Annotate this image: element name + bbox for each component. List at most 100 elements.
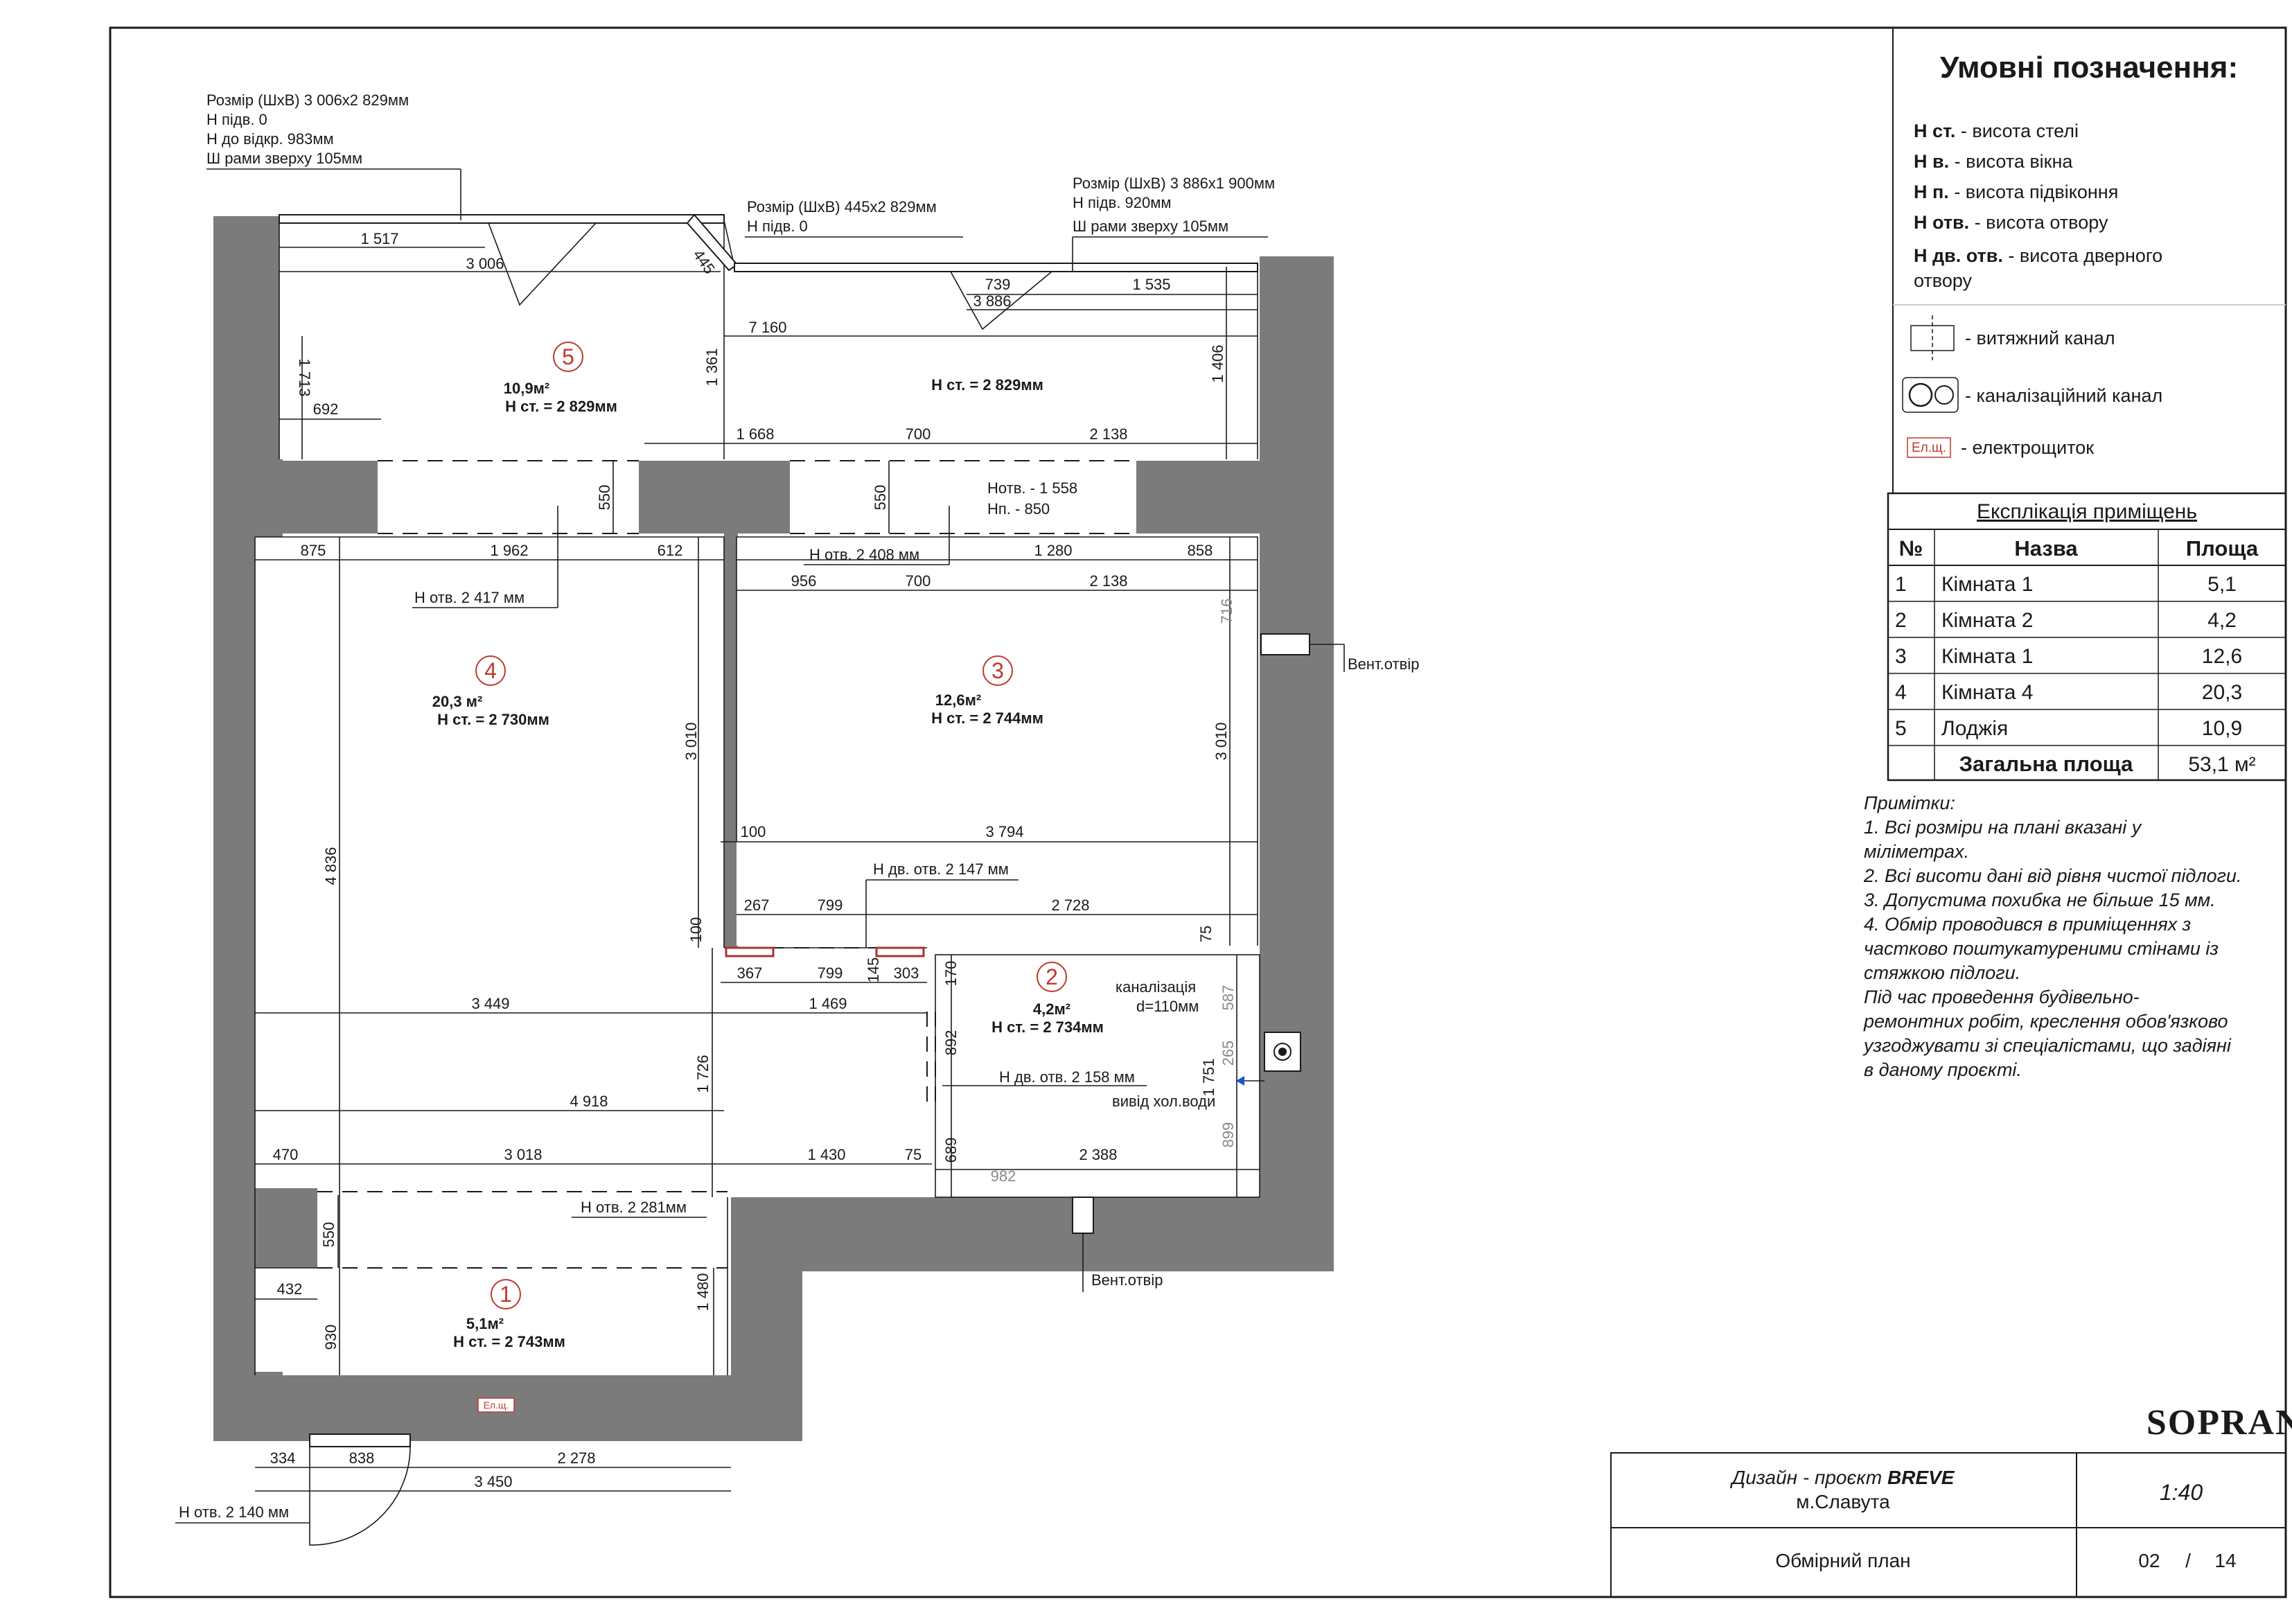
schedule-frame — [1887, 492, 2287, 782]
wall-pier-bottom — [252, 1188, 317, 1268]
dim-text: 2 388 — [1079, 1146, 1117, 1163]
room-height: Н ст. = 2 730мм — [437, 711, 549, 728]
window-2-size: Розмір (ШхВ) 445х2 829мм — [747, 198, 937, 215]
title-block-frame — [1610, 1452, 2286, 1598]
room-number-badge — [982, 655, 1013, 686]
legend-desc: - висота дверного — [2003, 245, 2162, 266]
window-2-sill: Н підв. 0 — [747, 218, 808, 235]
dim-text: 700 — [906, 425, 931, 443]
panel-tag: Ел.щ. — [484, 1400, 509, 1411]
room-number-badge — [491, 1279, 521, 1309]
door-jamb-marker — [725, 946, 775, 957]
dim-text: 1 517 — [360, 230, 398, 247]
openings — [317, 460, 1136, 1269]
table-row: 2 Кімната 2 4,2 — [1895, 609, 2237, 632]
legend-item-continued: отвору — [1914, 270, 1973, 291]
window-3-size: Розмір (ШхВ) 3 886х1 900мм — [1073, 175, 1275, 192]
schedule-total-value: 53,1 м² — [2188, 753, 2255, 776]
table-cell: Кімната 1 — [1941, 573, 2033, 596]
sheet-separator: / — [2185, 1550, 2191, 1571]
dim-text: 3 010 — [682, 722, 700, 760]
dim-text: 1 406 — [1209, 344, 1226, 382]
sewer-diameter-label: d=110мм — [1136, 998, 1199, 1015]
dim-text: 875 — [301, 542, 326, 559]
dim-text: 75 — [905, 1146, 922, 1163]
schedule-total-label: Загальна площа — [1959, 752, 2134, 776]
dim-text: 145 — [865, 957, 882, 983]
dim-text: 3 010 — [1213, 722, 1230, 760]
room-interiors — [255, 220, 1258, 1372]
dim-text: 470 — [273, 1146, 299, 1163]
dim-text: 739 — [985, 276, 1011, 293]
wall-pier-mid — [639, 461, 790, 533]
exhaust-duct-icon — [1072, 1197, 1094, 1234]
legend-key: Н п. — [1914, 182, 1949, 202]
table-row: 3 Кімната 1 12,6 — [1895, 645, 2242, 668]
electrical-panel-icon — [1907, 437, 1951, 458]
dim-text: 692 — [313, 400, 339, 418]
dim-text: 7 160 — [748, 319, 786, 336]
legend-desc: - висота підвіконня — [1949, 182, 2119, 202]
dim-text: 100 — [741, 823, 766, 840]
entrance-door-swing[interactable] — [309, 1446, 411, 1546]
room-number: 3 — [991, 658, 1004, 683]
room-number: 1 — [500, 1282, 512, 1307]
note-line: частково поштукатуреними стінами із — [1864, 938, 2219, 959]
window-3 — [734, 263, 1258, 272]
table-cell: 4 — [1895, 681, 1907, 704]
dim-text: 1 726 — [694, 1054, 712, 1093]
room-1-label: 1 5,1м² Н ст. = 2 743мм — [453, 1279, 565, 1350]
dim-text: 838 — [349, 1449, 375, 1467]
room-height: Н ст. = 2 744мм — [931, 709, 1043, 727]
legend-symbol-desc: - електрощиток — [1961, 437, 2094, 458]
table-cell: 20,3 — [2202, 681, 2242, 704]
room-3-floor — [737, 537, 1258, 946]
sheet-title: Обмірний план — [1775, 1550, 1910, 1571]
room-number-badge — [1037, 962, 1067, 992]
legend-item: Н ст. - висота стелі — [1914, 121, 2079, 141]
room-height: Н ст. = 2 734мм — [991, 1018, 1104, 1036]
room-number-badge — [475, 655, 506, 686]
dim-text: 892 — [942, 1030, 960, 1056]
wall-pier-left — [283, 461, 378, 533]
dim-text: 303 — [894, 964, 919, 982]
room-height: Н ст. = 2 743мм — [453, 1333, 565, 1350]
dimension-lines — [255, 247, 1260, 1492]
sill-height-label: Нп. - 850 — [987, 500, 1050, 518]
wall-right — [1260, 256, 1334, 1271]
dim-text: 267 — [744, 897, 770, 914]
electrical-panel-tag: Ел.щ. — [1912, 441, 1946, 455]
legend-key: Н в. — [1914, 151, 1949, 172]
dim-text: 858 — [1188, 542, 1213, 559]
opening-height-label: Н отв. 2 408 мм — [809, 546, 919, 563]
dim-text: 700 — [906, 572, 931, 590]
window-1-open-height: Н до відкр. 983мм — [206, 130, 334, 148]
drawing-scale: 1:40 — [2160, 1480, 2203, 1505]
opening-height-label: Н отв. 2 140 мм — [179, 1503, 289, 1521]
title-block: SOPRANO Дизайн - проєкт BREVE м.Славута … — [1610, 1403, 2292, 1598]
room-height: Н ст. = 2 829мм — [505, 398, 617, 415]
window-1 — [279, 214, 725, 224]
table-cell: Лоджія — [1941, 717, 2008, 740]
room-1-floor — [255, 1268, 728, 1372]
schedule-title: Експлікація приміщень — [1977, 500, 2197, 523]
note-line: узгоджувати зі спеціалістами, що задіяні — [1862, 1035, 2232, 1056]
room-outlines — [254, 220, 1260, 1375]
window-3-annotation: Розмір (ШхВ) 3 886х1 900мм Н підв. 920мм… — [1073, 175, 1275, 235]
legend-desc: - висота отвору — [1969, 212, 2108, 233]
dim-text: 4 918 — [570, 1093, 608, 1110]
vent-label: Вент.отвір — [1091, 1271, 1163, 1289]
opening-height-label: Н отв. 2 417 мм — [414, 589, 524, 606]
room-area: 20,3 м² — [432, 693, 483, 710]
wall-partition — [724, 533, 738, 948]
dim-text: 2 138 — [1089, 425, 1127, 443]
legend-symbol-desc: - каналізаційний канал — [1965, 385, 2162, 406]
room-4-outline-top — [255, 536, 725, 948]
legend-title: Умовні позначення: — [1940, 51, 2238, 85]
dim-text: 75 — [1197, 926, 1215, 942]
note-line: 1. Всі розміри на плані вказані у — [1864, 817, 2142, 838]
electrical-panel-icon — [477, 1397, 515, 1413]
note-line: 4. Обмір проводився в приміщеннях з — [1864, 914, 2191, 935]
vent-label: Вент.отвір — [1348, 655, 1419, 673]
